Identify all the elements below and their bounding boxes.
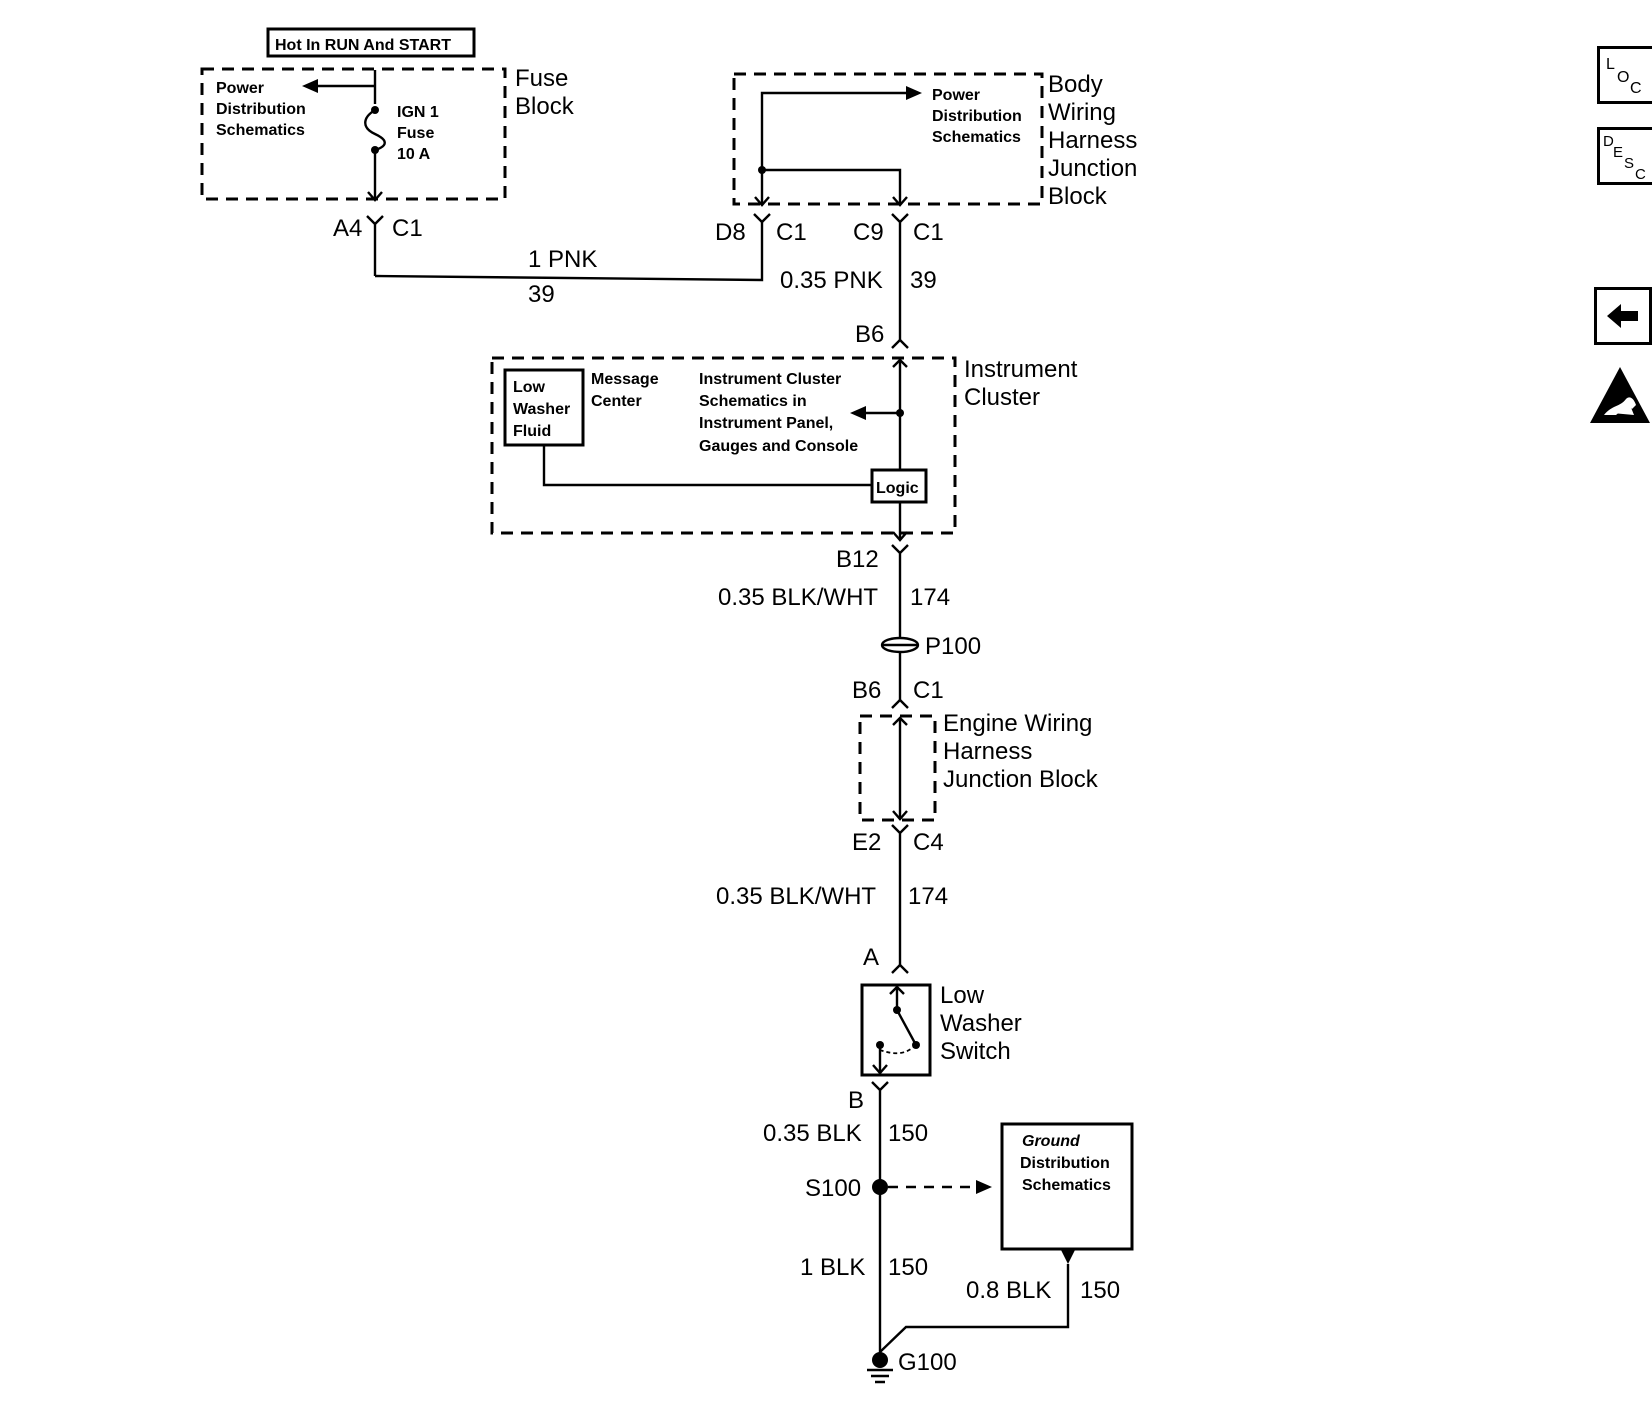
wire-1-blk: 1 BLK 150	[800, 1254, 928, 1281]
body-pin-c9: C9	[853, 219, 884, 246]
body-jb-title-2: Wiring	[1048, 99, 1116, 126]
wire-1-pnk: 1 PNK 39	[374, 222, 764, 308]
splice-s100-label: S100	[805, 1175, 861, 1202]
ground-dist-text-1: Ground	[1022, 1133, 1081, 1150]
engine-conn-c4: C4	[913, 829, 944, 856]
wire-blkwht2-label: 0.35 BLK/WHT	[716, 883, 876, 910]
engine-jb-title-2: Harness	[943, 738, 1032, 765]
low-washer-switch: A Low Washer Switch B	[848, 944, 1022, 1355]
body-conn-c1-left: C1	[776, 219, 807, 246]
message-center-1: Message	[591, 371, 659, 388]
wire-035blk-circuit: 150	[888, 1120, 928, 1147]
engine-pin-e2: E2	[852, 829, 881, 856]
wire-08blk-circuit: 150	[1080, 1277, 1120, 1304]
wire-035pnk-circuit: 39	[910, 267, 937, 294]
wire-blkwht1-circuit: 174	[910, 584, 950, 611]
engine-jb-title-3: Junction Block	[943, 766, 1099, 793]
wire-blkwht2-circuit: 174	[908, 883, 948, 910]
loc-icon: L O C	[1606, 56, 1642, 97]
instrument-cluster: B6 Instrument Cluster Low Washer Fluid M…	[490, 321, 1078, 640]
svg-text:C: C	[1630, 80, 1642, 97]
esd-warning-icon	[1590, 365, 1652, 427]
body-power-text-3: Schematics	[932, 129, 1021, 146]
indicator-text-2: Washer	[513, 401, 570, 418]
wire-1pnk-label: 1 PNK	[528, 246, 597, 273]
cluster-title-2: Cluster	[964, 384, 1040, 411]
fuse-power-text-2: Distribution	[216, 101, 306, 118]
logic-label: Logic	[876, 480, 919, 497]
svg-text:L: L	[1606, 56, 1615, 73]
indicator-text-3: Fluid	[513, 423, 551, 440]
wire-035-pnk: 0.35 PNK 39	[780, 267, 937, 294]
body-conn-c1-right: C1	[913, 219, 944, 246]
fuse-text-2: Fuse	[397, 125, 434, 142]
fuse-power-text-1: Power	[216, 80, 264, 97]
message-center-2: Center	[591, 393, 642, 410]
ground-dist-text-2: Distribution	[1020, 1155, 1110, 1172]
fuse-conn-c1: C1	[392, 215, 423, 242]
cluster-pin-b6: B6	[855, 321, 884, 348]
cluster-pin-b12: B12	[836, 546, 879, 573]
desc-icon: D E S C	[1603, 133, 1646, 183]
body-jb-title-1: Body	[1048, 71, 1103, 98]
engine-junction-block: B6 C1 Engine Wiring Harness Junction Blo…	[852, 677, 1099, 965]
switch-title-1: Low	[940, 982, 985, 1009]
cluster-ref-2: Schematics in	[699, 393, 807, 410]
hot-in-run-label: Hot In RUN And START	[275, 37, 451, 54]
body-jb-title-4: Junction	[1048, 155, 1137, 182]
switch-title-3: Switch	[940, 1038, 1011, 1065]
back-arrow-icon	[1607, 304, 1638, 328]
body-junction-block: Body Wiring Harness Junction Block Power…	[715, 71, 1137, 340]
fuse-block: Hot In RUN And START Fuse Block Power Di…	[200, 27, 575, 276]
back-button[interactable]	[1594, 287, 1652, 345]
svg-text:S: S	[1624, 155, 1634, 172]
cluster-ref-1: Instrument Cluster	[699, 371, 841, 388]
wire-blkwht1-label: 0.35 BLK/WHT	[718, 584, 878, 611]
engine-conn-c1: C1	[913, 677, 944, 704]
body-power-text-1: Power	[932, 87, 980, 104]
fuse-text-1: IGN 1	[397, 104, 439, 121]
svg-text:E: E	[1613, 144, 1623, 161]
body-jb-title-5: Block	[1048, 183, 1108, 210]
fuse-block-title-2: Block	[515, 93, 575, 120]
wire-1blk-circuit: 150	[888, 1254, 928, 1281]
switch-title-2: Washer	[940, 1010, 1022, 1037]
cluster-title-1: Instrument	[964, 356, 1078, 383]
svg-text:C: C	[1635, 166, 1646, 182]
wire-035blk-label: 0.35 BLK	[763, 1120, 862, 1147]
cluster-ref-3: Instrument Panel,	[699, 415, 833, 432]
cluster-ref-4: Gauges and Console	[699, 438, 858, 455]
body-power-text-2: Distribution	[932, 108, 1022, 125]
svg-text:O: O	[1617, 69, 1629, 86]
wire-035pnk-label: 0.35 PNK	[780, 267, 883, 294]
svg-text:D: D	[1603, 133, 1614, 150]
switch-pin-a: A	[863, 944, 879, 971]
wire-blkwht-1: 0.35 BLK/WHT 174 P100	[718, 584, 981, 700]
body-jb-title-3: Harness	[1048, 127, 1137, 154]
wire-035-blk: 0.35 BLK 150 S100	[763, 1120, 992, 1202]
wire-08blk-label: 0.8 BLK	[966, 1277, 1051, 1304]
wire-blkwht-2: 0.35 BLK/WHT 174	[716, 883, 948, 910]
wire-1pnk-circuit: 39	[528, 281, 555, 308]
fuse-pin-a4: A4	[333, 215, 362, 242]
description-button[interactable]: D E S C	[1597, 127, 1652, 185]
engine-pin-b6: B6	[852, 677, 881, 704]
p100-label: P100	[925, 633, 981, 660]
splice-s100-dot	[872, 1179, 888, 1195]
wire-1blk-label: 1 BLK	[800, 1254, 865, 1281]
ground-g100-label: G100	[898, 1349, 957, 1376]
fuse-text-3: 10 A	[397, 146, 431, 163]
fuse-block-title-1: Fuse	[515, 65, 568, 92]
wire-08-blk: 0.8 BLK 150	[966, 1277, 1120, 1304]
location-button[interactable]: L O C	[1597, 46, 1652, 104]
body-pin-d8: D8	[715, 219, 746, 246]
engine-jb-title-1: Engine Wiring	[943, 710, 1092, 737]
ground-dist-text-3: Schematics	[1022, 1177, 1111, 1194]
fuse-power-text-3: Schematics	[216, 122, 305, 139]
ground-g100: G100	[867, 1349, 957, 1384]
ground-distribution: Ground Distribution Schematics	[879, 1122, 1134, 1353]
indicator-text-1: Low	[513, 379, 546, 396]
switch-pin-b: B	[848, 1087, 864, 1114]
